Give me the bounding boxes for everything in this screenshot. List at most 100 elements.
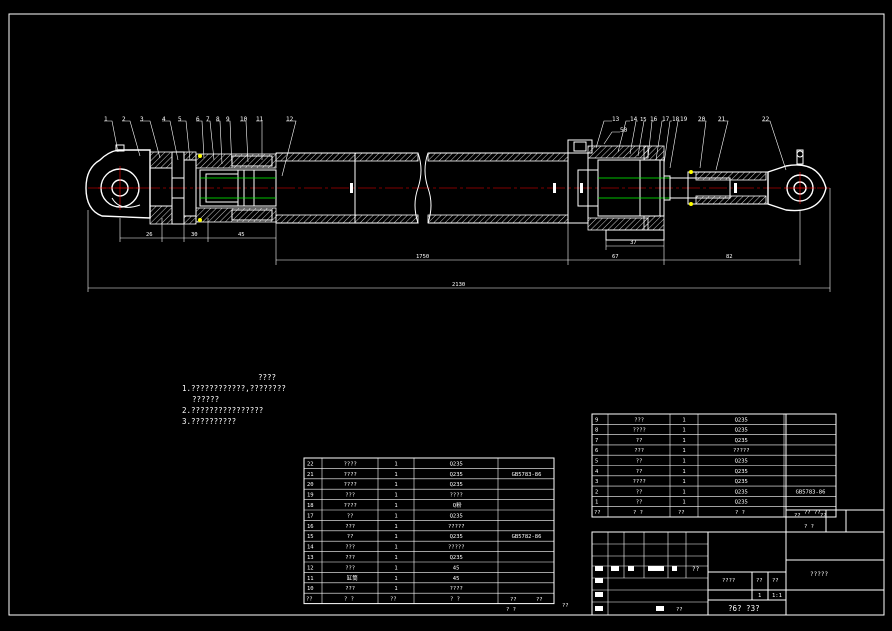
dim-37: 37 (630, 240, 637, 246)
part-balloons: 1 2 3 4 5 6 7 8 9 10 11 12 13 14 15 16 1… (104, 116, 770, 134)
bom-left-row-21-std: GB5783-86 (512, 472, 542, 478)
tb-bottom-3: ?? (676, 607, 683, 613)
balloon-15: 15 (640, 117, 647, 123)
bom-left-row-12-mat: 45 (453, 565, 460, 571)
bom-left-row-21-mat: Q235 (450, 472, 463, 478)
scale: 1:1 (772, 593, 782, 599)
bom-right-row-1-qty: 1 (682, 500, 685, 506)
bom-left-row-21-no: 21 (307, 472, 314, 478)
bom-right-header-no: ?? (594, 510, 601, 516)
bom-left-row-12-no: 12 (307, 565, 314, 571)
bom-left-row-13-name: ??? (345, 555, 355, 561)
tb-footer: ?6? ?3? (728, 604, 760, 613)
bom-right-row-6-qty: 1 (682, 448, 685, 454)
bom-right-row-8-mat: Q235 (735, 428, 748, 434)
dim-30: 30 (191, 232, 198, 238)
bom-left-row-11-no: 11 (307, 576, 314, 582)
balloon-1: 1 (104, 116, 108, 123)
bom-right-row-5-name: ?? (636, 459, 643, 465)
bom-left-row-14-qty: 1 (394, 545, 397, 551)
bom-left-row-19-name: ??? (345, 493, 355, 499)
bom-left-row-19-mat: ???? (450, 493, 463, 499)
bom-left-row-11-qty: 1 (394, 576, 397, 582)
bom-left-header-no: ?? (306, 597, 313, 603)
bom-right-row-9-mat: Q235 (735, 417, 748, 423)
bom-right-row-3-mat: Q235 (735, 479, 748, 485)
bom-right-row-7-mat: Q235 (735, 438, 748, 444)
bom-right-row-9-name: ??? (634, 417, 644, 423)
leader-lines (104, 120, 787, 177)
balloon-19: 19 (680, 116, 688, 123)
bom-right-row-4-name: ?? (636, 469, 643, 475)
bom-right-header-name: ? ? (633, 510, 643, 516)
sheet-number: 1 (758, 593, 761, 599)
bom-right-row-9-qty: 1 (682, 417, 685, 423)
balloon-16: 16 (650, 116, 658, 123)
tb-col-2: ?? (756, 578, 763, 584)
notes-title: ???? (258, 373, 276, 382)
bom-left-row-21-qty: 1 (394, 472, 397, 478)
bom-left-row-15-mat: Q235 (450, 534, 463, 540)
bom-left-row-20-qty: 1 (394, 482, 397, 488)
bom-right-row-9-no: 9 (595, 417, 598, 423)
bom-left-row-20-mat: Q235 (450, 482, 463, 488)
bom-right-row-2-std: GB5783-86 (796, 489, 826, 495)
bom-right-row-2-no: 2 (595, 489, 598, 495)
bom-left-row-21-name: ???? (344, 472, 357, 478)
bom-left-row-15-name: ?? (347, 534, 354, 540)
title-block: ?? ????? ???? ?? ?? 1 1:1 ?6? ?3? ?? ?? … (506, 414, 885, 616)
bom-left-row-17-qty: 1 (394, 513, 397, 519)
bom-left-row-16-qty: 1 (394, 524, 397, 530)
bom-left-row-16-mat: ????? (448, 524, 465, 530)
bom-left-row-10-name: ??? (345, 586, 355, 592)
bom-right-row-4-mat: Q235 (735, 469, 748, 475)
bom-right-header-mat: ? ? (735, 510, 745, 516)
bom-left-header-qty: ?? (390, 597, 397, 603)
tb-sign-a: ?? (510, 597, 517, 603)
balloon-11: 11 (256, 116, 264, 123)
cylinder-barrel (275, 152, 569, 224)
bom-right-row-4-no: 4 (595, 469, 599, 475)
sign-1: ?? (794, 513, 801, 519)
bom-right-row-2-name: ?? (636, 489, 643, 495)
bom-right-row-7-qty: 1 (682, 438, 685, 444)
bom-right-row-6-name: ??? (634, 448, 644, 454)
balloon-21: 21 (718, 116, 726, 123)
balloon-4: 4 (162, 116, 166, 123)
note-line-2: 2.???????????????? (182, 406, 263, 415)
bom-left-row-10-qty: 1 (394, 586, 397, 592)
bom-left-row-22-name: ???? (344, 461, 357, 467)
bom-left-row-14-mat: ????? (448, 545, 465, 551)
piston (195, 153, 277, 223)
bom-right-row-5-mat: Q235 (735, 459, 748, 465)
balloon-12: 12 (286, 116, 294, 123)
bom-left-row-19-no: 19 (307, 493, 314, 499)
bom-left-row-19-qty: 1 (394, 493, 397, 499)
dim-45: 45 (238, 232, 245, 238)
bom-left-row-16-name: ??? (345, 524, 355, 530)
balloon-22: 22 (762, 116, 770, 123)
bom-left-row-18-no: 18 (307, 503, 314, 509)
bom-left-row-18-name: ???? (344, 503, 357, 509)
tb-col-3: ?? (772, 578, 779, 584)
note-line-1: 1.????????????,???????? (182, 384, 286, 393)
bom-left-row-15-qty: 1 (394, 534, 397, 540)
bom-right-row-7-name: ?? (636, 438, 643, 444)
bom-left-row-15-std: GB5782-86 (512, 534, 542, 540)
left-clevis (85, 144, 151, 219)
bom-right-row-4-qty: 1 (682, 469, 685, 475)
bom-left-row-17-mat: Q235 (450, 513, 463, 519)
note-line-1b: ?????? (192, 395, 219, 404)
bom-left-row-12-name: ??? (345, 565, 355, 571)
bom-right-row-3-qty: 1 (682, 479, 685, 485)
bom-right-row-8-no: 8 (595, 428, 598, 434)
bom-right-row-1-name: ?? (636, 500, 643, 506)
bom-right-row-8-qty: 1 (682, 428, 685, 434)
bom-right-row-3-name: ???? (633, 479, 646, 485)
balloon-9: 9 (226, 116, 230, 123)
tb-bottom-2: ? ? (506, 607, 516, 613)
bom-left-row-15-no: 15 (307, 534, 314, 540)
bom-left-row-18-mat: Q粉 (453, 501, 462, 509)
bom-right-row-5-no: 5 (595, 459, 598, 465)
